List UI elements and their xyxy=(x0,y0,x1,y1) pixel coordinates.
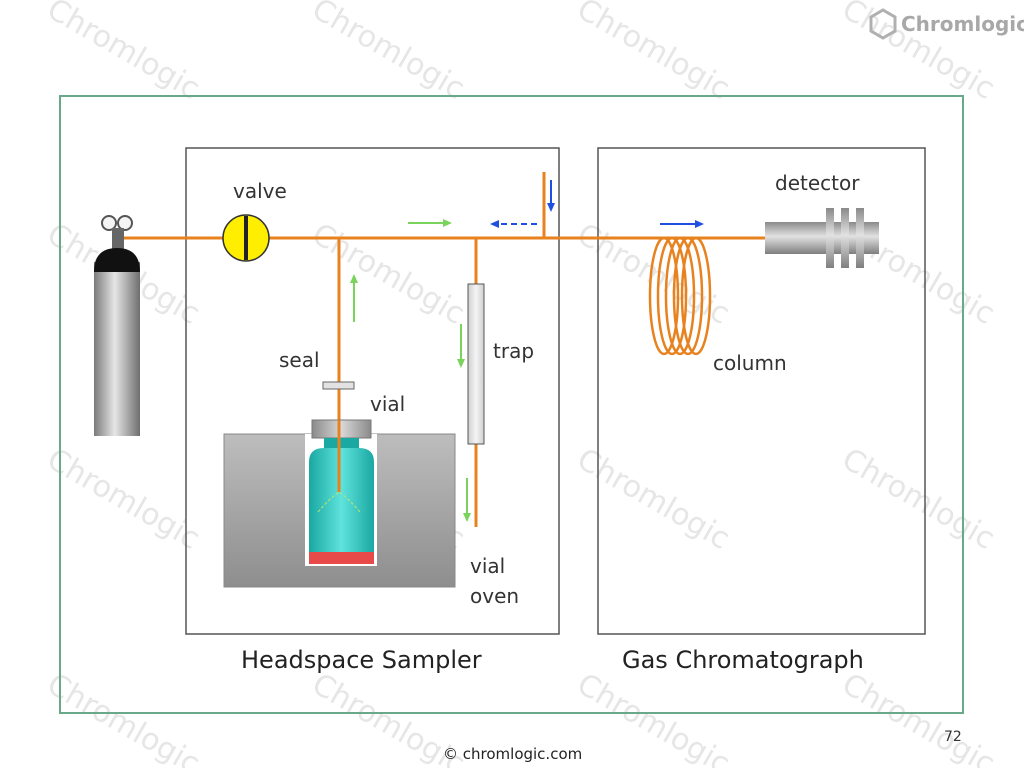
flow-arrow-green-down xyxy=(463,478,471,522)
column-label: column xyxy=(713,351,787,375)
flow-arrow-green-up xyxy=(350,274,358,322)
gas-cylinder xyxy=(94,215,140,436)
valve xyxy=(222,214,270,262)
watermark: Chromlogic xyxy=(571,442,736,557)
seal xyxy=(322,381,355,390)
brand-logo: Chromlogic xyxy=(869,8,1024,40)
flow-arrow-blue-right xyxy=(660,220,704,228)
vial xyxy=(309,419,374,564)
detector xyxy=(765,208,879,268)
valve-label: valve xyxy=(233,179,287,203)
watermark: Chromlogic xyxy=(571,217,736,332)
detector-label: detector xyxy=(775,171,860,195)
headspace-sampler-box xyxy=(185,147,560,635)
gas-chromatograph-title: Gas Chromatograph xyxy=(622,646,864,674)
diagram-frame xyxy=(59,95,964,714)
headspace-sampler-title: Headspace Sampler xyxy=(241,646,482,674)
seal-label: seal xyxy=(279,348,320,372)
flow-arrow-blue-dashed-left xyxy=(490,220,537,228)
watermark: Chromlogic xyxy=(571,667,736,768)
watermark: Chromlogic xyxy=(41,667,206,768)
column-coil xyxy=(648,236,712,356)
trap xyxy=(467,283,485,445)
vial-label: vial xyxy=(370,392,405,416)
vial-oven-label-line2: oven xyxy=(470,584,519,608)
flow-arrow-green-down xyxy=(457,324,465,368)
watermark: Chromlogic xyxy=(306,217,471,332)
page-number: 72 xyxy=(944,729,962,745)
watermark: Chromlogic xyxy=(41,442,206,557)
flow-arrow-blue-down xyxy=(547,180,555,212)
copyright-notice: © chromlogic.com xyxy=(443,745,582,763)
flow-arrow-green-right xyxy=(408,219,452,227)
watermark: Chromlogic xyxy=(306,0,471,107)
watermark: Chromlogic xyxy=(836,667,1001,768)
trap-label: trap xyxy=(493,339,534,363)
vial-oven-label-line1: vial xyxy=(470,554,505,578)
watermark: Chromlogic xyxy=(836,442,1001,557)
watermark: Chromlogic xyxy=(41,0,206,107)
brand-name: Chromlogic xyxy=(901,12,1024,36)
hexagon-icon xyxy=(869,8,897,40)
gas-chromatograph-box xyxy=(597,147,926,635)
flow-arrows xyxy=(350,180,704,522)
watermark: Chromlogic xyxy=(571,0,736,107)
